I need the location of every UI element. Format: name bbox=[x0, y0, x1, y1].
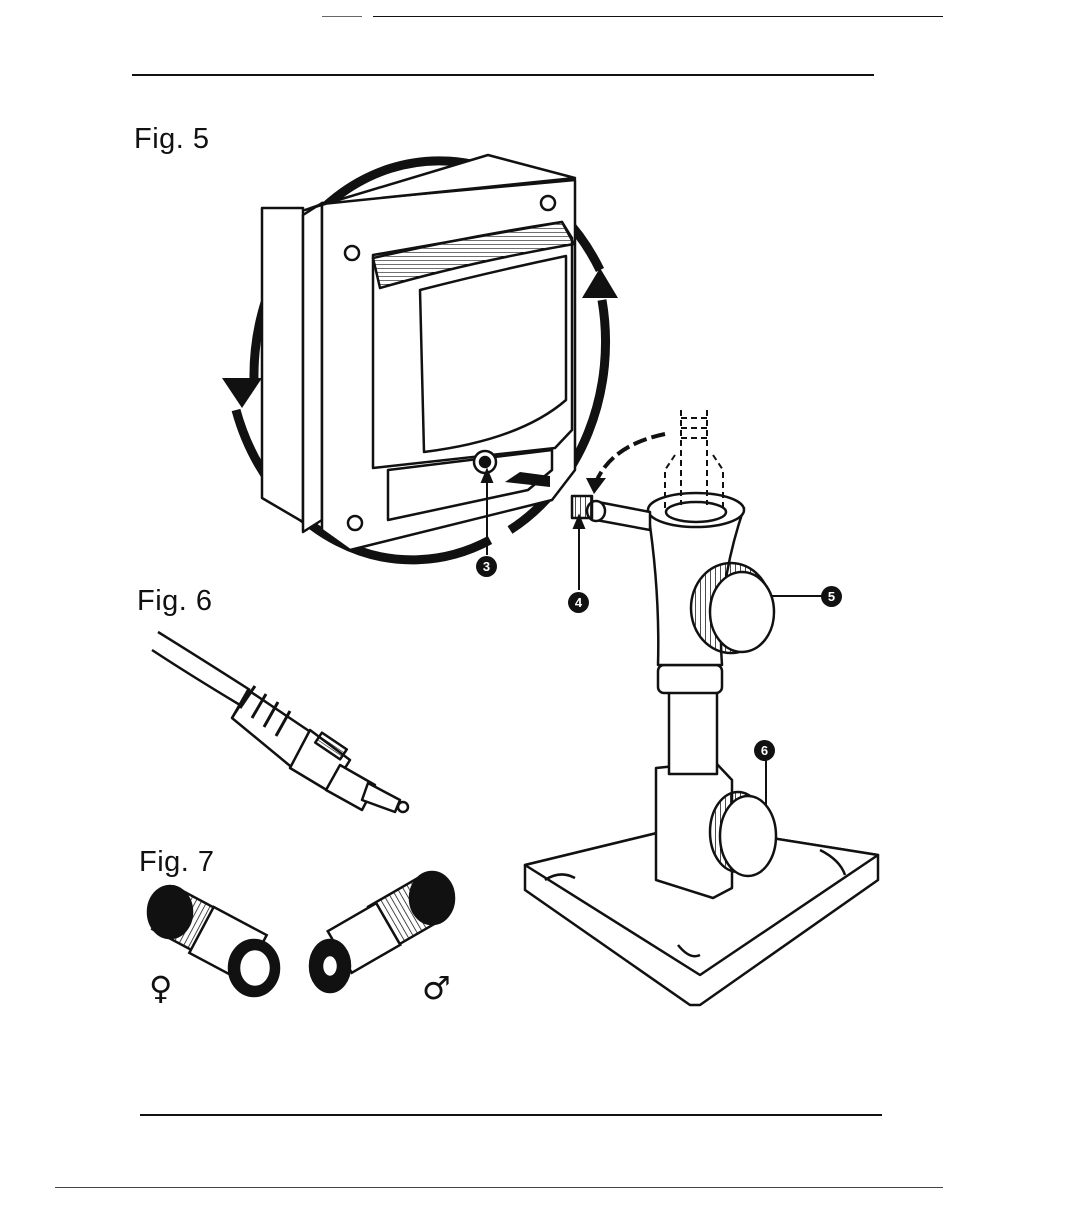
callout-5: 5 bbox=[821, 586, 842, 607]
callout-4: 4 bbox=[568, 592, 589, 613]
scan-edge-top-line bbox=[373, 16, 943, 17]
scan-edge-top-dash bbox=[322, 16, 362, 17]
male-symbol-icon: ♂ bbox=[422, 969, 451, 1007]
callout-6: 6 bbox=[754, 740, 775, 761]
ring-arrow-down-left bbox=[222, 378, 262, 408]
fig6-label: Fig. 6 bbox=[137, 585, 213, 617]
fig5-label: Fig. 5 bbox=[134, 123, 210, 155]
stand-dashed-mount bbox=[664, 410, 724, 510]
fig7-female-connector bbox=[146, 884, 281, 998]
fig6-cable-plug bbox=[151, 630, 410, 814]
insert-arrow bbox=[505, 472, 550, 487]
monitor-body bbox=[260, 153, 577, 552]
footer-rule bbox=[140, 1114, 882, 1116]
scan-edge-bottom-line bbox=[55, 1187, 943, 1188]
swivel-arrow bbox=[594, 432, 666, 483]
female-symbol-icon: ♀ bbox=[149, 969, 173, 1007]
fig7-label: Fig. 7 bbox=[139, 846, 215, 878]
stand bbox=[523, 491, 880, 1007]
callout-3: 3 bbox=[476, 556, 497, 577]
header-rule bbox=[132, 74, 874, 76]
fig7-male-connector bbox=[308, 870, 456, 994]
ring-arrow-up-right bbox=[582, 268, 618, 298]
monitor-screws bbox=[343, 194, 557, 532]
